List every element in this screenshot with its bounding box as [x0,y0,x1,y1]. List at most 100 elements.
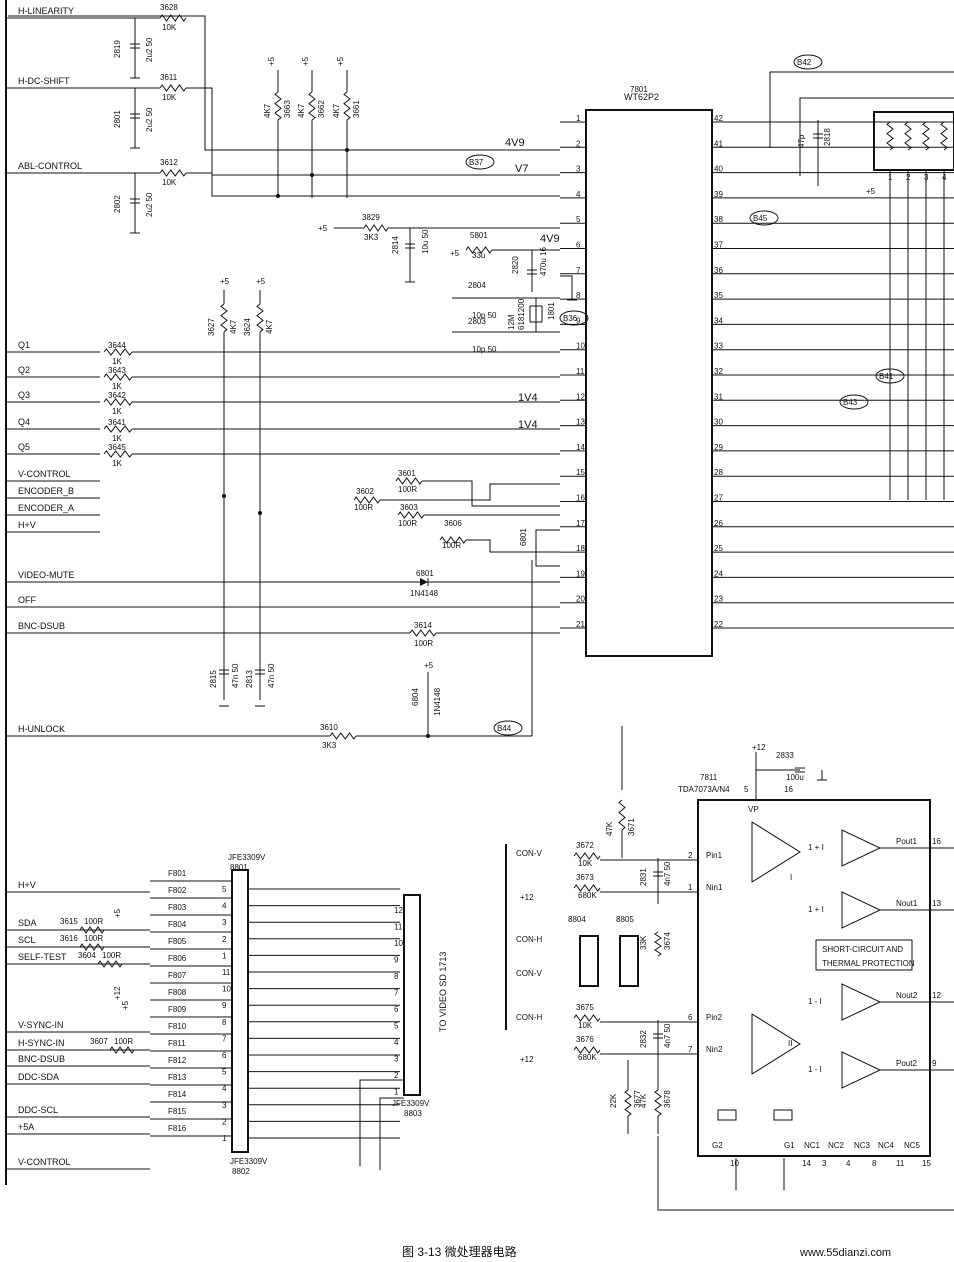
net-bubble-label: B41 [879,372,894,381]
resistor [904,121,912,151]
pin-number: 11 [394,923,403,932]
signal-label: DDC-SCL [18,1105,58,1115]
cap-ref: 2815 [209,670,218,688]
resistor-ref: 3661 [352,100,361,118]
signal-label: OFF [18,595,36,605]
pin-number: 36 [714,266,723,275]
figure-caption: 图 3-13 微处理器电路 [402,1244,517,1259]
resistor [654,931,662,957]
resistor-ref: 3612 [160,158,178,167]
res-ref: 3603 [400,503,418,512]
pin-number: 8 [394,972,399,981]
protection-label: SHORT-CIRCUIT AND [822,945,903,954]
resistor [439,536,467,544]
signal-label: V-CONTROL [18,1157,71,1167]
b42-wire [769,71,954,148]
supply-label: +5 [301,56,310,66]
res-ref: 3676 [576,1035,594,1044]
pin-number: 16 [784,785,793,794]
buffer-amp [841,1051,882,1089]
connector-8803 [403,894,421,1096]
resistor-ref: 3641 [108,418,126,427]
pin-number: 12 [576,392,585,401]
pin-number: 31 [714,392,723,401]
connector-box [873,111,954,171]
pin-number: 13 [576,418,585,427]
res-value: 10K [578,1021,593,1030]
res-value: 100R [102,951,121,960]
buffer-amp [841,829,882,867]
op-amp [751,821,801,883]
junction-dot [276,194,280,198]
output-label: Pout1 [896,837,917,846]
cap-value: 4n7 50 [663,861,672,886]
cap-value: 47n 50 [231,663,240,688]
res-value: 47K [639,1093,648,1108]
res-ref: 3624 [243,318,252,336]
pin-number: 10 [394,939,403,948]
pin-number: 4 [576,190,581,199]
pin-number: 27 [714,494,723,503]
pin-number: 1 [222,1134,227,1143]
pin-number: 39 [714,190,723,199]
input-label: Pin2 [706,1013,723,1022]
resistor [109,1046,135,1054]
net-bubble-label: B43 [843,398,858,407]
net-label: 1V4 [518,392,538,404]
capacitor-ref: 2819 [113,40,122,58]
crystal [529,305,543,323]
resistor-ref: 3829 [362,213,380,222]
resistor [220,303,228,333]
jumper-8805 [619,935,639,987]
cap-ref: 2831 [639,868,648,886]
resistor [97,960,123,968]
resistor [573,884,601,892]
signal-label: BNC-DSUB [18,1054,65,1064]
connector-ref: 8801 [230,863,248,872]
res-value: 33K [639,935,648,950]
resistor-ref: 3642 [108,391,126,400]
pin-number: 12 [394,906,403,915]
ferrite-ref: F806 [168,954,187,963]
res-value: 3K3 [322,741,337,750]
connector-ref: 8802 [232,1167,250,1176]
ferrite-ref: F812 [168,1056,187,1065]
ground-pad [717,1109,737,1121]
pin-number: 1 [576,114,581,123]
abl-wire [186,172,560,197]
wire [799,97,954,176]
resistor [940,121,948,151]
capacitor-value: 2u2 50 [145,107,154,132]
connector-ref: 8803 [404,1109,422,1118]
pin-number: 26 [714,519,723,528]
pin-number: 2 [222,1117,227,1126]
res-ref: 3675 [576,1003,594,1012]
resistor [103,373,133,381]
resistor [159,169,187,177]
res-ref: 3614 [414,621,432,630]
res-value: 4K7 [229,319,238,334]
supply-label: +5 [336,56,345,66]
pin-number: 4 [222,902,227,911]
pin-number: 10 [576,342,585,351]
junction-dot [426,734,430,738]
resistor-value: 4K7 [263,103,272,118]
res-ref: 3627 [207,318,216,336]
wire [535,529,560,567]
signal-label: H-DC-SHIFT [18,76,70,86]
junction-dot [222,494,226,498]
net-label: 4V9 [540,233,560,245]
pin-number: 18 [576,544,585,553]
output-label: Pout2 [896,1059,917,1068]
ground-pad [773,1109,793,1121]
capacitor-value: 2u2 50 [145,192,154,217]
pin-number: 5 [222,1068,227,1077]
pin-number: 9 [222,1001,227,1010]
crystal-value: 6181200 [517,298,526,330]
ferrite-ref: F805 [168,937,187,946]
cap-ref: 2820 [511,256,520,274]
resistor [363,224,389,232]
resistor [103,425,133,433]
pin-number: 6 [688,1013,693,1022]
